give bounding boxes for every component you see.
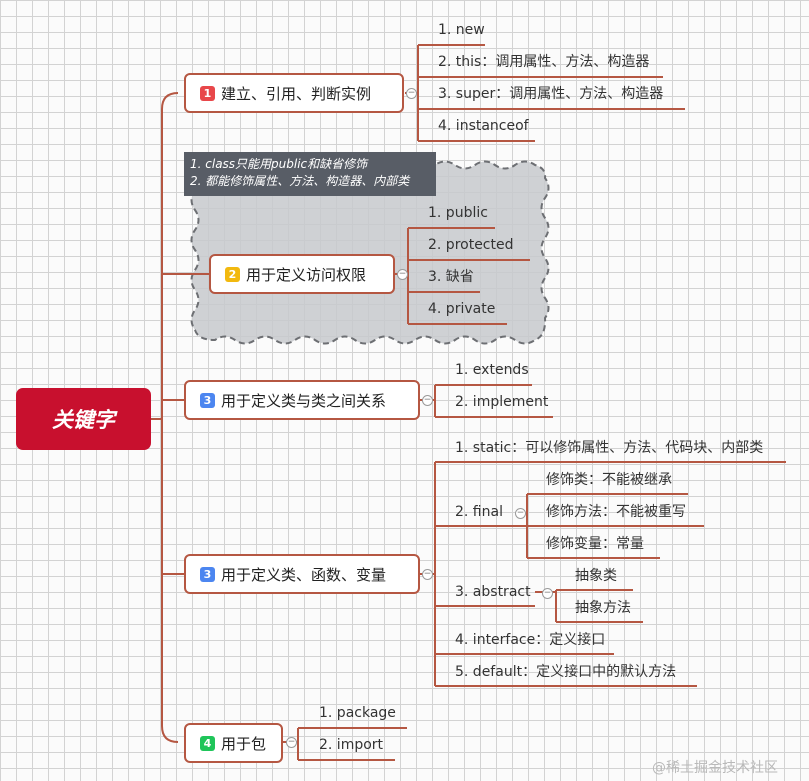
collapse-toggle-icon[interactable]: − <box>406 88 417 99</box>
leaf-final-class[interactable]: 修饰类：不能被继承 <box>546 472 672 488</box>
leaf-super[interactable]: 3. super：调用属性、方法、构造器 <box>438 86 664 102</box>
leaf-static[interactable]: 1. static：可以修饰属性、方法、代码块、内部类 <box>455 440 764 456</box>
leaf-import[interactable]: 2. import <box>319 737 384 753</box>
collapse-toggle-icon[interactable]: − <box>542 588 553 599</box>
leaf-implement[interactable]: 2. implement <box>455 394 549 410</box>
leaf-final-method[interactable]: 修饰方法：不能被重写 <box>546 504 686 520</box>
leaf-default[interactable]: 3. 缺省 <box>428 269 474 285</box>
collapse-toggle-icon[interactable]: − <box>422 395 433 406</box>
root-label: 关键字 <box>52 408 115 432</box>
branch-package[interactable]: 4 用于包 <box>184 723 283 763</box>
collapse-toggle-icon[interactable]: − <box>422 569 433 580</box>
branch-note: 1. class只能用public和缺省修饰 2. 都能修饰属性、方法、构造器、… <box>184 152 436 196</box>
leaf-extends[interactable]: 1. extends <box>455 362 529 378</box>
leaf-protected[interactable]: 2. protected <box>428 237 514 253</box>
branch-label: 用于定义访问权限 <box>246 265 367 284</box>
priority-3-badge: 3 <box>200 566 215 582</box>
collapse-toggle-icon[interactable]: − <box>515 508 526 519</box>
leaf-this[interactable]: 2. this：调用属性、方法、构造器 <box>438 54 650 70</box>
leaf-instanceof[interactable]: 4. instanceof <box>438 118 529 134</box>
leaf-final-variable[interactable]: 修饰变量：常量 <box>546 536 644 552</box>
branch-label: 建立、引用、判断实例 <box>221 84 372 103</box>
branch-access[interactable]: 2 用于定义访问权限 <box>209 254 395 294</box>
leaf-package[interactable]: 1. package <box>319 705 396 721</box>
priority-4-badge: 4 <box>200 735 215 751</box>
root-node[interactable]: 关键字 <box>16 388 151 450</box>
leaf-new[interactable]: 1. new <box>438 22 485 38</box>
leaf-abstract-class[interactable]: 抽象类 <box>575 568 617 584</box>
leaf-interface[interactable]: 4. interface：定义接口 <box>455 632 606 648</box>
branch-define[interactable]: 3 用于定义类、函数、变量 <box>184 554 420 594</box>
leaf-default-method[interactable]: 5. default：定义接口中的默认方法 <box>455 664 677 680</box>
leaf-abstract[interactable]: 3. abstract <box>455 584 531 600</box>
leaf-private[interactable]: 4. private <box>428 301 496 317</box>
priority-1-badge: 1 <box>200 85 215 101</box>
watermark: @稀土掘金技术社区 <box>652 760 778 776</box>
branch-label: 用于定义类与类之间关系 <box>221 391 387 410</box>
collapse-toggle-icon[interactable]: − <box>286 737 297 748</box>
branch-label: 用于定义类、函数、变量 <box>221 565 387 584</box>
leaf-abstract-method[interactable]: 抽象方法 <box>575 600 631 616</box>
branch-instance[interactable]: 1 建立、引用、判断实例 <box>184 73 404 113</box>
leaf-public[interactable]: 1. public <box>428 205 488 221</box>
priority-2-badge: 2 <box>225 266 240 282</box>
note-line-1: 1. class只能用public和缺省修饰 <box>190 157 368 171</box>
branch-label: 用于包 <box>221 734 267 753</box>
branch-class-relations[interactable]: 3 用于定义类与类之间关系 <box>184 380 420 420</box>
leaf-final[interactable]: 2. final <box>455 504 503 520</box>
note-line-2: 2. 都能修饰属性、方法、构造器、内部类 <box>190 174 410 188</box>
priority-3-badge: 3 <box>200 392 215 408</box>
collapse-toggle-icon[interactable]: − <box>397 269 408 280</box>
